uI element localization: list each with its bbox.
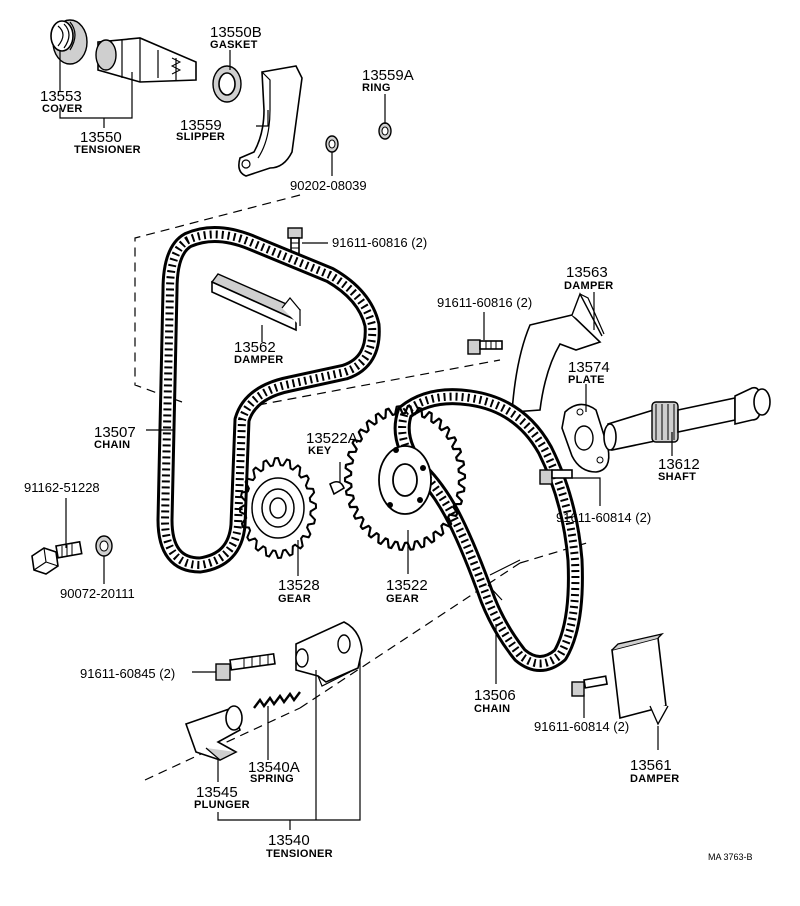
- label-13540-name: TENSIONER: [266, 848, 333, 860]
- label-13561-name: DAMPER: [630, 773, 679, 785]
- label-91611-60845: 91611-60845 (2): [80, 666, 175, 681]
- label-13559-num: 13559: [180, 117, 222, 134]
- leader-lines: [59, 50, 673, 830]
- label-13506-name: CHAIN: [474, 703, 510, 715]
- diagram-code: MA 3763-B: [708, 852, 753, 862]
- label-13550b-num: 13550B: [210, 24, 262, 41]
- bolt-91611-60845: [215, 652, 276, 681]
- gear-13522: [343, 405, 467, 551]
- label-13522a-num: 13522A: [306, 430, 358, 447]
- label-13561-num: 13561: [630, 757, 672, 774]
- label-13540a-name: SPRING: [250, 773, 294, 785]
- assembly-guide-lines: [134, 194, 591, 781]
- key-13522a: [329, 480, 345, 496]
- ring-13559a: [378, 122, 392, 140]
- label-13507-name: CHAIN: [94, 439, 130, 451]
- label-91611-60814-lower: 91611-60814 (2): [534, 719, 629, 734]
- spring-13540a: [253, 691, 301, 709]
- label-13559a-name: RING: [362, 82, 391, 94]
- label-13574-num: 13574: [568, 359, 610, 376]
- label-13540-num: 13540: [268, 832, 310, 849]
- label-13507-num: 13507: [94, 424, 136, 441]
- labels: 13550B GASKET 13553 COVER 13550 TENSIONE…: [24, 24, 753, 862]
- label-13553-name: COVER: [42, 103, 83, 115]
- label-13522-name: GEAR: [386, 593, 419, 605]
- label-13559-name: SLIPPER: [176, 131, 225, 143]
- label-13559a-num: 13559A: [362, 67, 414, 84]
- label-13574-name: PLATE: [568, 374, 605, 386]
- bolt-91611-60814-lower: [571, 675, 608, 697]
- label-13506-num: 13506: [474, 687, 516, 704]
- slipper-13559: [238, 65, 303, 177]
- label-13612-name: SHAFT: [658, 471, 696, 483]
- washer-90072-20111: [95, 535, 113, 557]
- label-13563-num: 13563: [566, 264, 608, 281]
- label-13545-num: 13545: [196, 784, 238, 801]
- label-91611-60814-plate: 91611-60814 (2): [556, 510, 651, 525]
- label-13545-name: PLUNGER: [194, 799, 250, 811]
- label-13553-num: 13553: [40, 88, 82, 105]
- label-13528-name: GEAR: [278, 593, 311, 605]
- plunger-13545: [184, 705, 243, 761]
- tensioner-body-13540: [295, 621, 363, 687]
- shaft-13612: [603, 386, 771, 451]
- label-13522a-name: KEY: [308, 445, 332, 457]
- label-13550b-name: GASKET: [210, 39, 258, 51]
- tensioner-13550: [95, 37, 197, 83]
- chain-13506: [393, 388, 584, 672]
- damper-13562: [210, 273, 301, 332]
- gasket-13550b: [212, 65, 242, 103]
- label-13528-num: 13528: [278, 577, 320, 594]
- damper-13563: [511, 292, 605, 413]
- bolt-91611-60816-right: [467, 339, 503, 355]
- label-91611-60816-right: 91611-60816 (2): [437, 295, 532, 310]
- label-13550-num: 13550: [80, 129, 122, 146]
- cover-13553: [50, 19, 88, 65]
- label-13550-name: TENSIONER: [74, 144, 141, 156]
- gear-13528: [239, 457, 317, 559]
- label-13563-name: DAMPER: [564, 280, 613, 292]
- bolt-91611-60814-plate: [539, 469, 573, 485]
- label-91611-60816-upper: 91611-60816 (2): [332, 235, 427, 250]
- damper-13561: [611, 632, 669, 726]
- plate-13574: [561, 403, 610, 473]
- label-13562-num: 13562: [234, 339, 276, 356]
- label-13562-name: DAMPER: [234, 354, 283, 366]
- bolt-91162-51228: [31, 540, 83, 575]
- label-90202-08039: 90202-08039: [290, 178, 367, 193]
- chain-13507: [156, 225, 381, 574]
- label-91162-51228: 91162-51228: [24, 480, 100, 495]
- nut-90202-08039: [325, 135, 339, 153]
- label-13522-num: 13522: [386, 577, 428, 594]
- label-13540a-num: 13540A: [248, 759, 300, 776]
- label-90072-20111: 90072-20111: [60, 586, 135, 601]
- label-13612-num: 13612: [658, 456, 700, 473]
